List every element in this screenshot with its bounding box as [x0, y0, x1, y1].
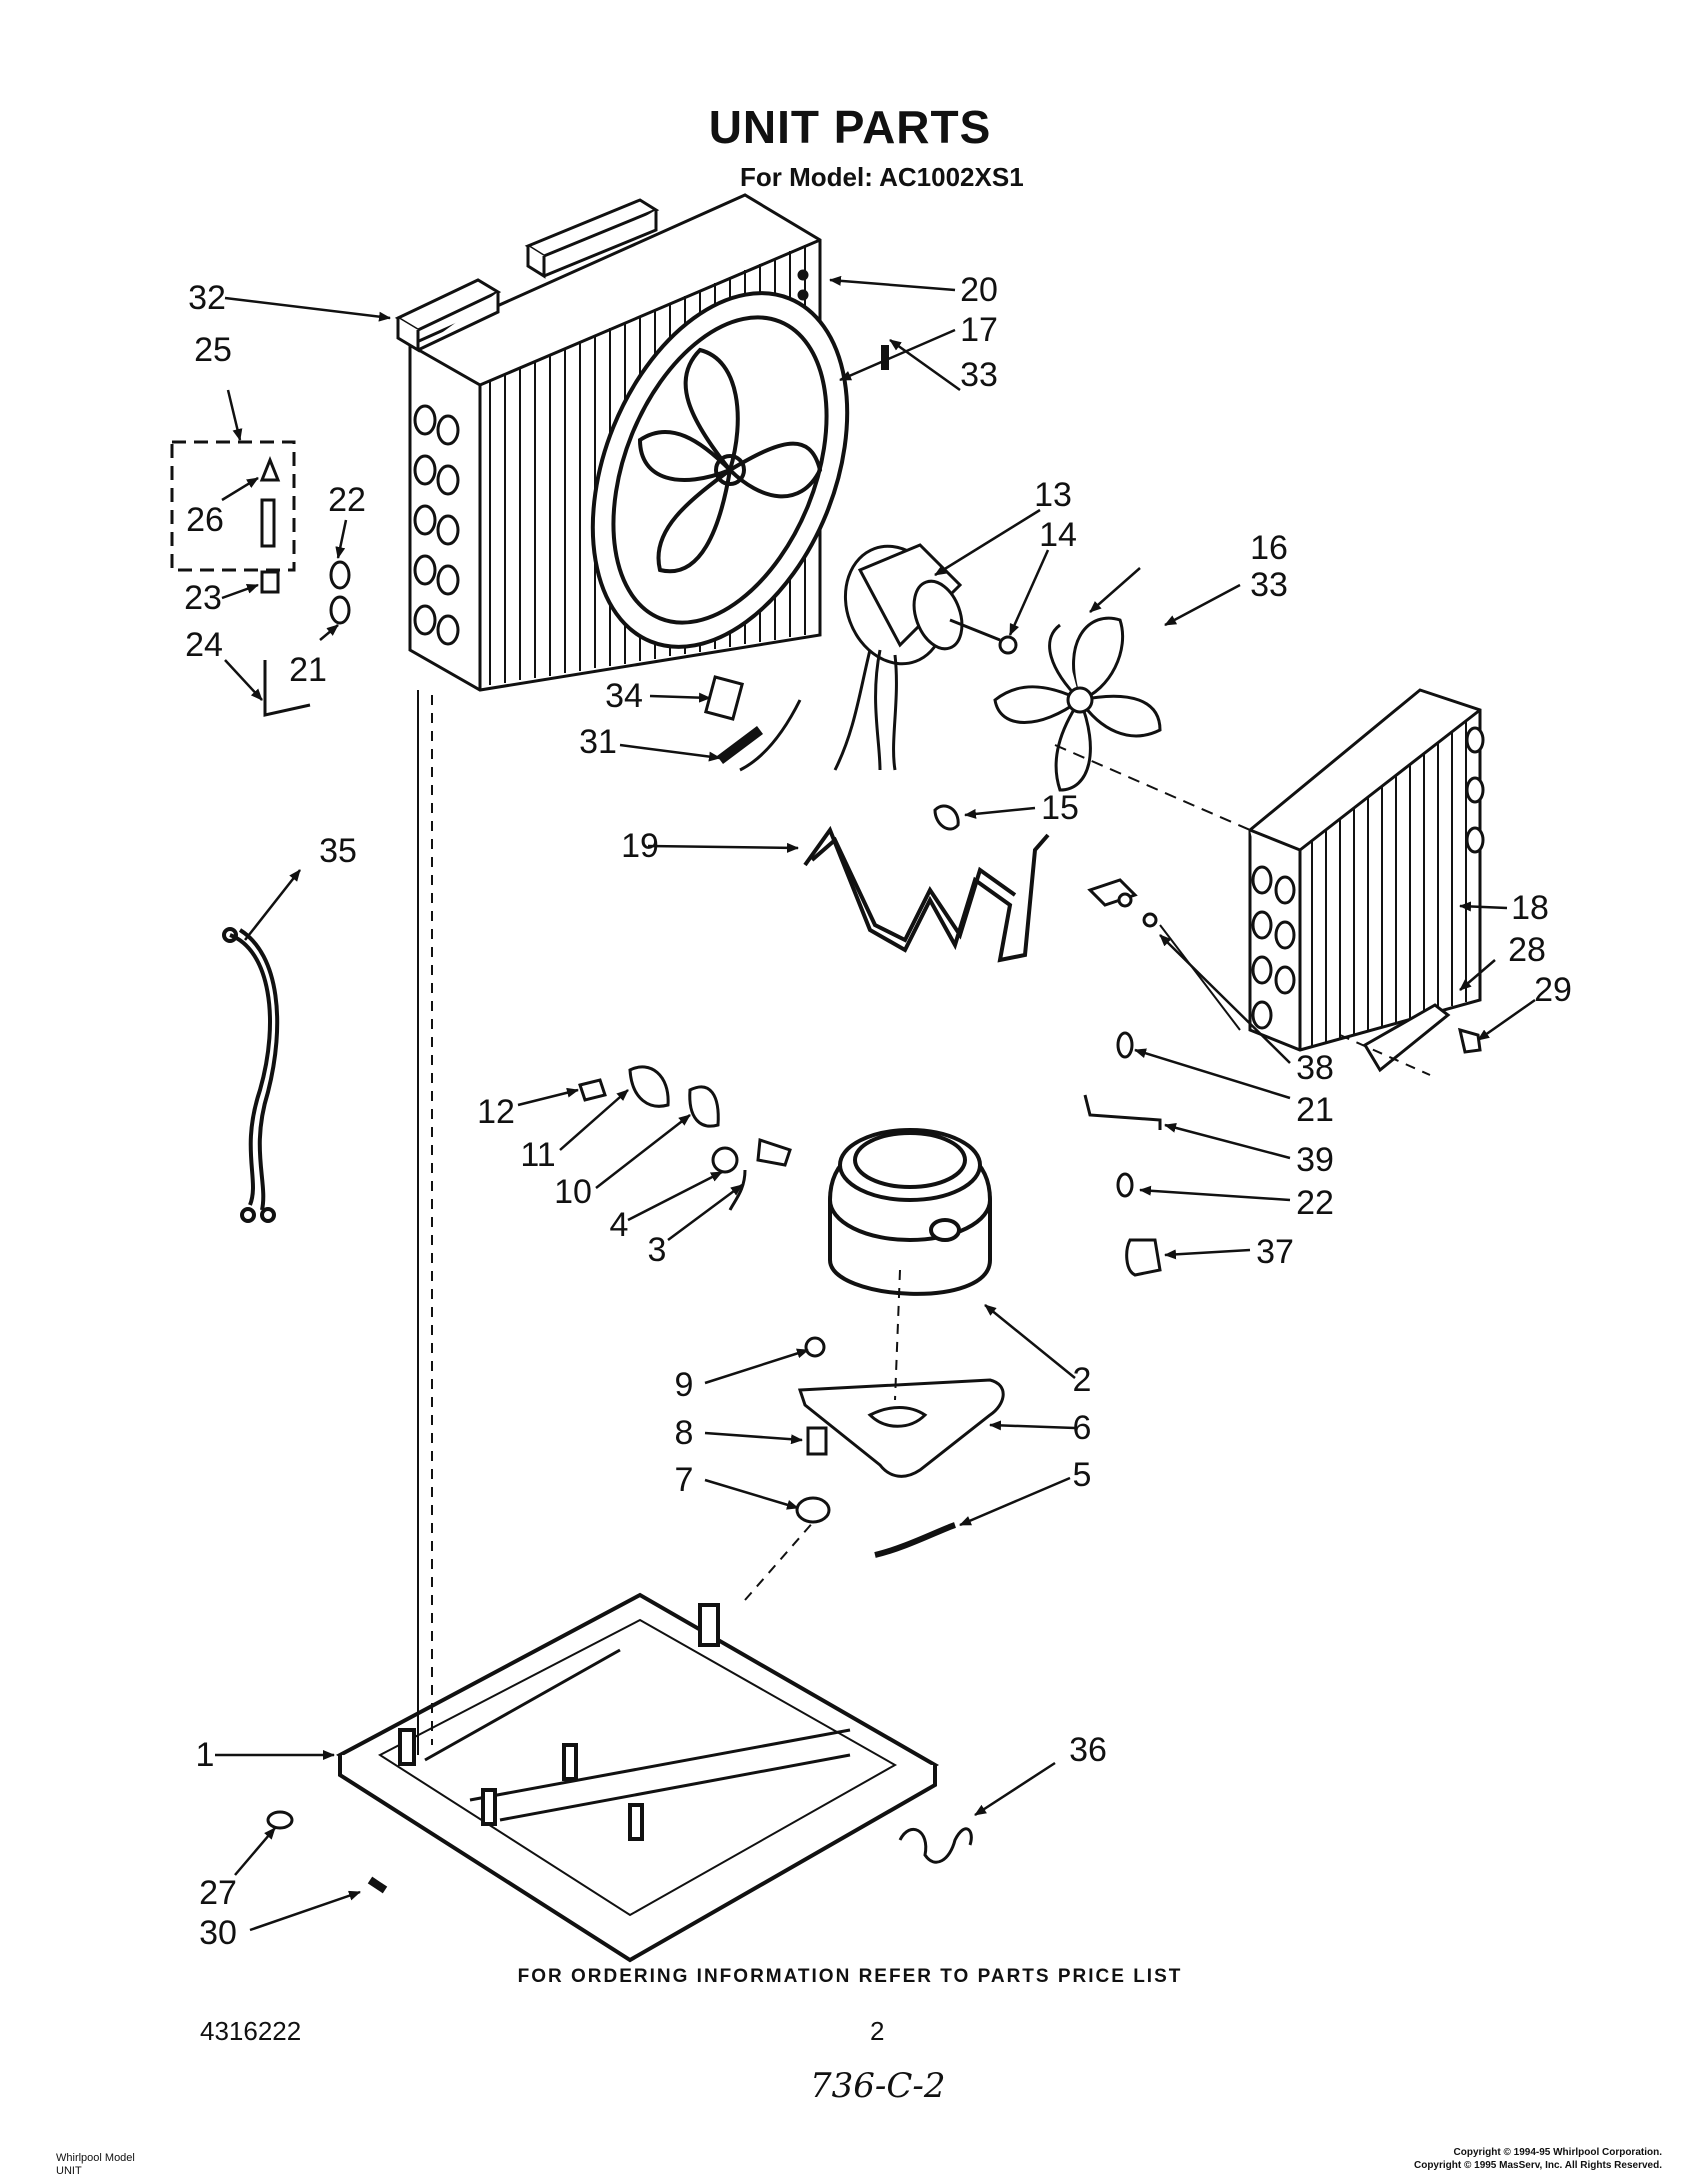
- compressor: [828, 1128, 992, 1296]
- callout-label: 27: [199, 1874, 237, 1912]
- copyright-note: Copyright © 1994-95 Whirlpool Corporatio…: [1414, 2146, 1662, 2172]
- base-pan: [336, 1592, 940, 1963]
- callout-label: 23: [184, 579, 222, 617]
- callout-label: 8: [674, 1414, 694, 1452]
- blower-fan-blade: [993, 616, 1162, 792]
- callout-label: 36: [1069, 1731, 1107, 1769]
- callout-label: 35: [319, 832, 357, 870]
- kit-parts: [259, 455, 281, 548]
- part-number: 4316222: [200, 2016, 302, 2046]
- callout-label: 22: [328, 481, 366, 519]
- callout-label: 28: [1508, 931, 1546, 969]
- callout-label: 7: [674, 1461, 694, 1499]
- callout-label: 11: [520, 1136, 556, 1174]
- bottom-left-line2: UNIT: [56, 2165, 82, 2177]
- callout-label: 30: [199, 1914, 237, 1952]
- callout-label: 21: [1296, 1091, 1334, 1129]
- callout-label: 22: [1296, 1184, 1334, 1222]
- fan-shroud: [590, 291, 850, 649]
- handwritten-note: 736-C-2: [810, 2066, 946, 2106]
- evaporator-coil: [1248, 688, 1485, 1052]
- callout-label: 37: [1256, 1233, 1294, 1271]
- bottom-left-line1: Whirlpool Model: [56, 2152, 135, 2164]
- callout-label: 25: [194, 331, 232, 369]
- callout-arrows: [215, 275, 1536, 1932]
- callout-label: 17: [960, 311, 998, 349]
- callout-label: 14: [1039, 516, 1077, 554]
- callout-label: 6: [1072, 1409, 1092, 1447]
- small-parts: [260, 345, 1482, 1894]
- callout-label: 31: [579, 723, 617, 761]
- callout-label: 13: [1034, 476, 1072, 514]
- callout-label: 38: [1296, 1049, 1334, 1087]
- copyright-line1: Copyright © 1994-95 Whirlpool Corporatio…: [1453, 2147, 1663, 2158]
- compressor-base-plate: [797, 1378, 1005, 1478]
- top-bracket-parts: [394, 198, 660, 353]
- callout-label: 4: [609, 1206, 629, 1244]
- callout-label: 33: [1250, 566, 1288, 604]
- capillary-tube: [803, 825, 1050, 963]
- callout-label: 9: [674, 1366, 694, 1404]
- callout-label: 1: [195, 1736, 215, 1774]
- callout-label: 26: [186, 501, 224, 539]
- callout-label: 12: [477, 1093, 515, 1131]
- callout-label: 34: [605, 677, 643, 715]
- wire-harness: [222, 927, 280, 1223]
- callout-label: 2: [1072, 1361, 1092, 1399]
- callout-label: 3: [647, 1231, 667, 1269]
- copyright-line2: Copyright © 1995 MasServ, Inc. All Right…: [1413, 2160, 1662, 2171]
- callout-label: 10: [554, 1173, 592, 1211]
- callout-label: 32: [188, 279, 226, 317]
- callout-label: 20: [960, 271, 998, 309]
- callout-label: 5: [1072, 1456, 1092, 1494]
- callout-label: 19: [621, 827, 659, 865]
- callout-label: 21: [289, 651, 327, 689]
- callout-label: 18: [1511, 889, 1549, 927]
- callout-label: 24: [185, 626, 223, 664]
- page-number: 2: [870, 2016, 885, 2046]
- callout-label: 15: [1041, 789, 1079, 827]
- model-subtitle: For Model: AC1002XS1: [740, 162, 1024, 192]
- callout-label: 33: [960, 356, 998, 394]
- ordering-note: FOR ORDERING INFORMATION REFER TO PARTS …: [517, 1966, 1183, 1987]
- bottom-left-note: Whirlpool Model UNIT: [56, 2152, 135, 2178]
- callout-label: 16: [1250, 529, 1288, 567]
- page-title: UNIT PARTS: [708, 101, 992, 153]
- kit-box: [170, 440, 296, 572]
- callout-label: 29: [1534, 971, 1572, 1009]
- assembly-lines: [417, 690, 1431, 1755]
- callout-label: 39: [1296, 1141, 1334, 1179]
